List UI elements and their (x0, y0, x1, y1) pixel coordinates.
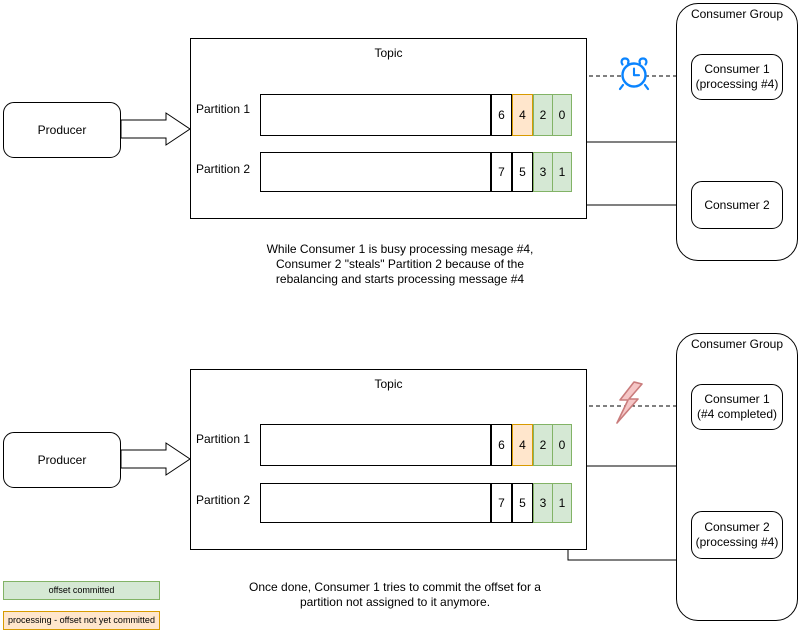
consumer-status: (#4 completed) (696, 407, 778, 421)
consumer-status: (processing #4) (695, 77, 779, 91)
partition-cell: 7 (491, 152, 512, 192)
partition-cell: 5 (512, 152, 533, 192)
producer-arrow-bottom (120, 442, 191, 476)
producer-label: Producer (37, 122, 87, 137)
cell-value: 0 (558, 108, 566, 122)
consumer-1-box-bottom[interactable]: Consumer 1 (#4 completed) (691, 384, 783, 430)
cell-value: 1 (558, 165, 566, 179)
legend-processing-not-committed: processing - offset not yet committed (3, 611, 160, 630)
partition-cell (260, 152, 491, 192)
cell-value: 0 (558, 438, 566, 452)
cell-value: 5 (519, 165, 526, 179)
consumer-2-box-bottom[interactable]: Consumer 2 (processing #4) (691, 511, 783, 559)
partition-1-row-top: 6 4 2 0 (260, 94, 572, 136)
legend-label: processing - offset not yet committed (8, 615, 155, 625)
caption-line: partition not assigned to it anymore. (299, 595, 491, 609)
partition-cell: 0 (552, 94, 572, 136)
topic-title-top: Topic (374, 46, 403, 60)
cell-value: 2 (539, 438, 547, 452)
cell-value: 1 (558, 496, 566, 510)
consumer-name: Consumer 1 (704, 392, 770, 406)
consumer-group-title-top: Consumer Group (690, 7, 784, 21)
partition-1-label-bottom: Partition 1 (196, 432, 251, 446)
consumer-name: Consumer 2 (704, 197, 770, 212)
cell-value: 6 (498, 108, 505, 122)
topic-title-bottom: Topic (374, 377, 403, 391)
producer-box-top[interactable]: Producer (3, 102, 121, 158)
caption-line: Consumer 2 "steals" Partition 2 because … (276, 257, 524, 271)
partition-2-label-top: Partition 2 (196, 162, 251, 176)
cell-value: 2 (539, 108, 547, 122)
partition-cell: 2 (533, 94, 553, 136)
cell-value: 7 (498, 165, 505, 179)
consumer-status: (processing #4) (695, 535, 779, 549)
partition-cell (260, 483, 491, 523)
lightning-bolt-icon (616, 381, 643, 424)
consumer-name: Consumer 2 (704, 520, 770, 534)
partition-cell: 7 (491, 483, 512, 523)
partition-cell: 1 (552, 152, 572, 192)
cell-value: 4 (519, 108, 526, 122)
legend-offset-committed: offset committed (3, 581, 160, 600)
producer-arrow-top (120, 112, 191, 146)
caption-bottom: Once done, Consumer 1 tries to commit th… (225, 580, 565, 610)
legend-label: offset committed (48, 585, 115, 595)
producer-label: Producer (37, 452, 87, 467)
consumer-name: Consumer 1 (704, 62, 770, 76)
partition-cell (260, 424, 491, 466)
partition-2-row-top: 7 5 3 1 (260, 152, 572, 192)
consumer-2-box-top[interactable]: Consumer 2 (691, 181, 783, 229)
caption-top: While Consumer 1 is busy processing mesa… (240, 242, 560, 287)
producer-box-bottom[interactable]: Producer (3, 432, 121, 488)
consumer-1-box-top[interactable]: Consumer 1 (processing #4) (691, 54, 783, 100)
cell-value: 7 (498, 496, 505, 510)
cell-value: 5 (519, 496, 526, 510)
partition-cell (260, 94, 491, 136)
caption-line: rebalancing and starts processing messag… (275, 272, 525, 286)
partition-cell: 6 (491, 424, 512, 466)
caption-line: While Consumer 1 is busy processing mesa… (266, 242, 534, 256)
partition-2-label-bottom: Partition 2 (196, 493, 251, 507)
partition-2-row-bottom: 7 5 3 1 (260, 483, 572, 523)
partition-cell: 4 (512, 94, 533, 136)
partition-1-label-top: Partition 1 (196, 102, 251, 116)
caption-line: Once done, Consumer 1 tries to commit th… (249, 580, 541, 594)
partition-cell: 3 (533, 483, 553, 523)
partition-1-row-bottom: 6 4 2 0 (260, 424, 572, 466)
partition-cell: 6 (491, 94, 512, 136)
consumer-group-title-bottom: Consumer Group (690, 337, 784, 351)
partition-cell: 3 (533, 152, 553, 192)
cell-value: 6 (498, 438, 505, 452)
alarm-clock-icon (618, 57, 650, 91)
partition-cell: 4 (512, 424, 533, 466)
cell-value: 4 (519, 438, 526, 452)
cell-value: 3 (539, 496, 547, 510)
partition-cell: 2 (533, 424, 553, 466)
cell-value: 3 (539, 165, 547, 179)
partition-cell: 0 (552, 424, 572, 466)
partition-cell: 5 (512, 483, 533, 523)
consumer-group-box-bottom (676, 333, 798, 621)
partition-cell: 1 (552, 483, 572, 523)
